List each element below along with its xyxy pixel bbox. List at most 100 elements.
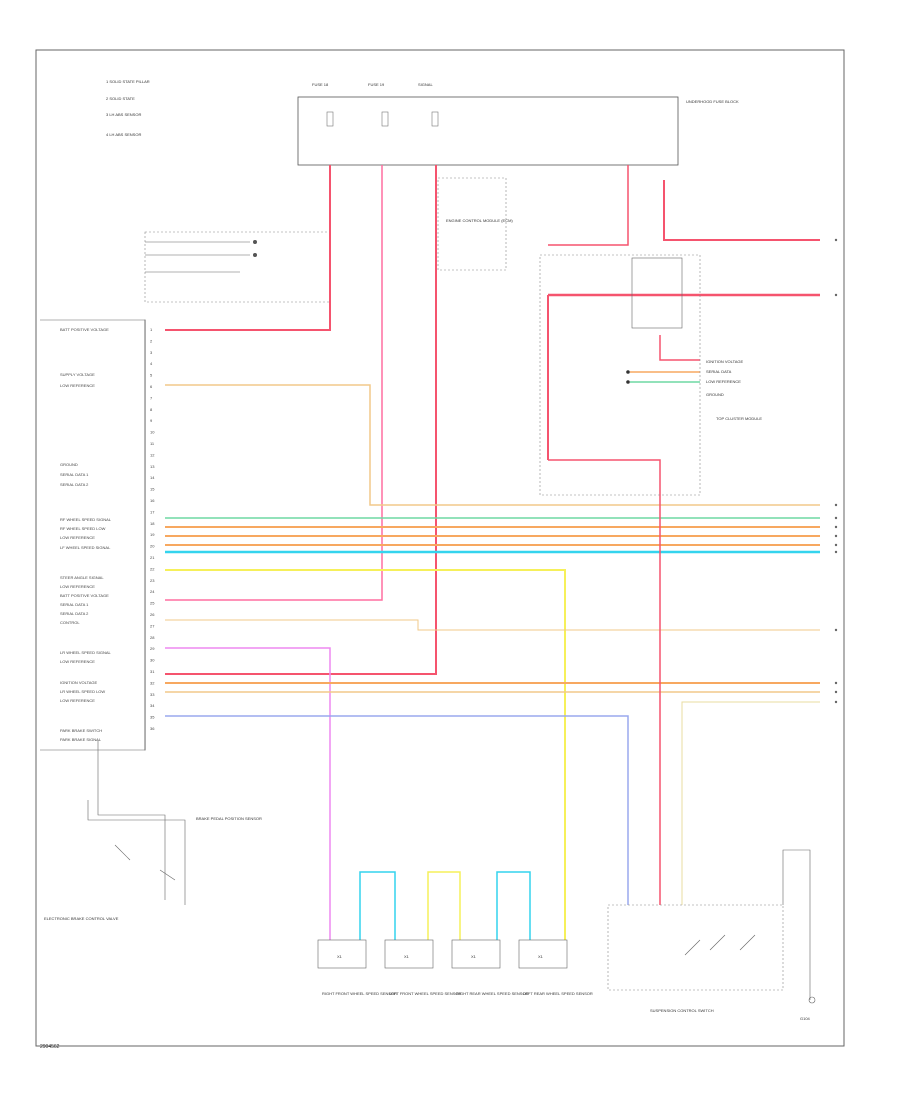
wire-red — [548, 165, 629, 246]
wire-beige — [681, 701, 820, 905]
suspension-switch: SUSPENSION CONTROL SWITCH G104 — [607, 849, 816, 1021]
pin-number: 12 — [150, 452, 155, 457]
pin-number: 1 — [150, 327, 153, 332]
ecm-label: ENGINE CONTROL MODULE (ECM) — [446, 218, 513, 223]
edge-connector-dot — [834, 534, 838, 538]
pin-label: SERIAL DATA 1 — [60, 602, 89, 607]
pin-number-column: 1234567891011121314151617181920212223242… — [150, 327, 155, 731]
cluster-row: GROUND — [706, 392, 724, 397]
sensor-label: RIGHT FRONT WHEEL SPEED SENSOR — [322, 991, 397, 996]
pin-number: 17 — [150, 509, 155, 514]
legend-item: 2 SOLID STATE — [106, 96, 135, 101]
pin-label: SUPPLY VOLTAGE — [60, 372, 95, 377]
wires — [165, 165, 820, 940]
sensor-plug: X1 — [404, 954, 410, 959]
pin-label: LF WHEEL SPEED SIGNAL — [60, 545, 111, 550]
cluster-label: TOP CLUSTER MODULE — [716, 416, 762, 421]
cluster-row: SERIAL DATA — [706, 369, 732, 374]
edge-connector-dot — [834, 503, 838, 507]
pin-number: 2 — [150, 338, 153, 343]
wire-cyan — [359, 871, 396, 940]
legend: 1 SOLID STATE PILLAR 2 SOLID STATE 3 LH … — [106, 79, 150, 137]
pin-number: 28 — [150, 635, 155, 640]
brake-pedal-sensor: BRAKE PEDAL POSITION SENSOR ELECTRONIC B… — [44, 740, 262, 921]
edge-connectors — [834, 238, 838, 704]
pin-number: 35 — [150, 715, 155, 720]
wire-red — [165, 165, 331, 331]
pin-number: 36 — [150, 726, 155, 731]
pin-label: IGNITION VOLTAGE — [60, 680, 98, 685]
cluster-row: LOW REFERENCE — [706, 379, 741, 384]
cluster-module: TOP CLUSTER MODULE IGNITION VOLTAGE SERI… — [539, 254, 762, 496]
valve-label: ELECTRONIC BRAKE CONTROL VALVE — [44, 916, 119, 921]
pin-label: LR WHEEL SPEED LOW — [60, 689, 105, 694]
wire-yellow — [427, 871, 461, 940]
pin-label: RF WHEEL SPEED LOW — [60, 526, 106, 531]
pin-number: 8 — [150, 407, 153, 412]
edge-connector-dot — [834, 628, 838, 632]
pin-number: 25 — [150, 601, 155, 606]
fuse-box-label: UNDERHOOD FUSE BLOCK — [686, 99, 739, 104]
pin-label: LOW REFERENCE — [60, 698, 95, 703]
wire-cyan — [496, 871, 531, 940]
wire-violet — [165, 647, 331, 940]
pin-number: 33 — [150, 692, 155, 697]
ecm-box: ENGINE CONTROL MODULE (ECM) — [437, 177, 513, 271]
pin-number: 27 — [150, 623, 155, 628]
wire-yellow — [165, 569, 566, 940]
sensor-plug: X1 — [538, 954, 544, 959]
pin-number: 6 — [150, 384, 153, 389]
pin-number: 18 — [150, 521, 155, 526]
pin-number: 3 — [150, 350, 153, 355]
pin-label: LR WHEEL SPEED SIGNAL — [60, 650, 112, 655]
pin-number: 21 — [150, 555, 155, 560]
edge-connector-dot — [834, 293, 838, 297]
legend-item: 3 LH ABS SENSOR — [106, 112, 141, 117]
pin-number: 14 — [150, 475, 155, 480]
pin-number: 20 — [150, 544, 155, 549]
pin-label: GROUND — [60, 462, 78, 467]
pin-label: STEER ANGLE SIGNAL — [60, 575, 104, 580]
diagram-frame — [35, 49, 845, 1047]
sensor-plug: X1 — [337, 954, 343, 959]
sensor-label: LEFT REAR WHEEL SPEED SENSOR — [523, 991, 593, 996]
pin-label: RF WHEEL SPEED SIGNAL — [60, 517, 112, 522]
brake-switch-label: BRAKE PEDAL POSITION SENSOR — [196, 816, 262, 821]
pin-number: 10 — [150, 430, 155, 435]
pin-number: 29 — [150, 646, 155, 651]
pin-number: 11 — [150, 441, 155, 446]
fuse-box: FUSE 18 FUSE 19 SIGNAL UNDERHOOD FUSE BL… — [297, 82, 739, 166]
pin-number: 30 — [150, 658, 155, 663]
pin-label: LOW REFERENCE — [60, 535, 95, 540]
pin-number: 32 — [150, 680, 155, 685]
edge-connector-dot — [834, 238, 838, 242]
edge-connector-dot — [834, 516, 838, 520]
pin-label: BATT POSITIVE VOLTAGE — [60, 327, 109, 332]
wheel-sensors: RIGHT FRONT WHEEL SPEED SENSOR LEFT FRON… — [317, 939, 593, 996]
wire-red — [663, 180, 820, 241]
wire-blue — [165, 715, 629, 905]
pin-number: 16 — [150, 498, 155, 503]
pin-number: 26 — [150, 612, 155, 617]
pin-number: 22 — [150, 566, 155, 571]
sensor-label: RIGHT REAR WHEEL SPEED SENSOR — [456, 991, 529, 996]
legend-item: 1 SOLID STATE PILLAR — [106, 79, 150, 84]
pin-label: CONTROL — [60, 620, 80, 625]
wire-pink — [165, 165, 383, 601]
sensor-plug: X1 — [471, 954, 477, 959]
pin-number: 19 — [150, 532, 155, 537]
pin-number: 24 — [150, 589, 155, 594]
wire-red — [659, 335, 700, 361]
fuse-label: FUSE 19 — [368, 82, 385, 87]
pin-label: BATT POSITIVE VOLTAGE — [60, 593, 109, 598]
edge-connector-dot — [834, 525, 838, 529]
footer-code: 2904562 — [40, 1044, 60, 1050]
ebcm-module — [40, 319, 146, 751]
pin-label: LOW REFERENCE — [60, 383, 95, 388]
suspension-label: SUSPENSION CONTROL SWITCH — [650, 1008, 714, 1013]
ebcm-pin-labels: BATT POSITIVE VOLTAGE SUPPLY VOLTAGE LOW… — [60, 327, 112, 742]
sensor-label: LEFT FRONT WHEEL SPEED SENSOR — [389, 991, 461, 996]
fuse-label: FUSE 18 — [312, 82, 329, 87]
pin-label: SERIAL DATA 1 — [60, 472, 89, 477]
